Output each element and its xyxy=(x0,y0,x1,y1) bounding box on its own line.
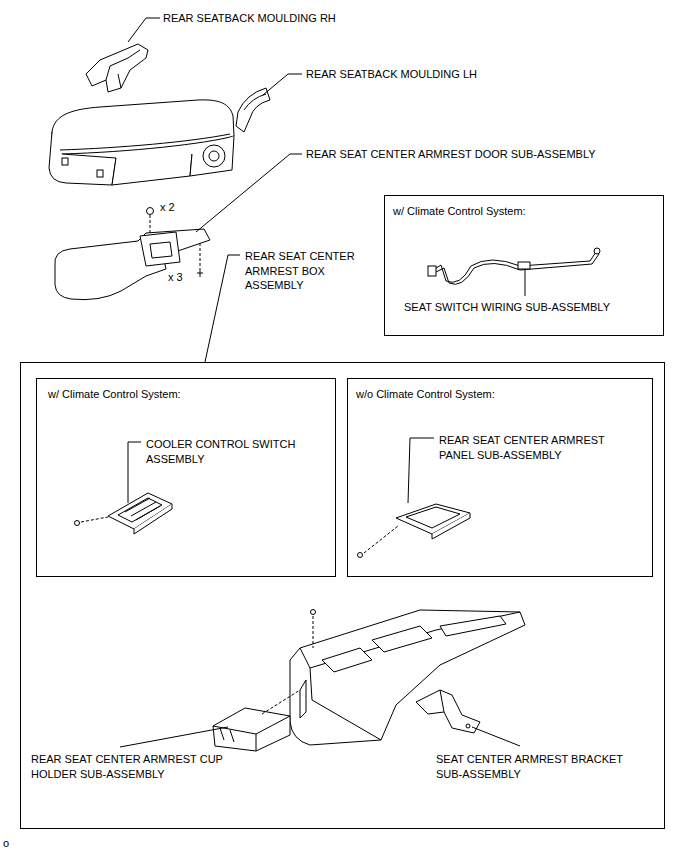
leader-lines xyxy=(408,438,434,503)
armrest-panel xyxy=(432,513,470,539)
armrest-box xyxy=(300,680,306,718)
part-name: REAR SEAT CENTER ARMREST PANEL SUB-ASSEM… xyxy=(439,433,627,462)
armrest-door xyxy=(55,208,210,300)
part-name: COOLER CONTROL SWITCH ASSEMBLY xyxy=(146,437,324,466)
armrest-door xyxy=(150,242,172,258)
seatback-moulding-rh xyxy=(118,74,121,88)
seat-switch-wiring xyxy=(428,248,600,284)
part-name: REAR SEATBACK MOULDING LH xyxy=(306,67,477,82)
seatback-moulding-rh xyxy=(106,50,140,80)
seat-switch-wiring xyxy=(518,262,530,269)
armrest-bracket xyxy=(466,724,470,728)
armrest-door xyxy=(197,270,203,277)
leader-lines xyxy=(120,727,228,747)
assembly-heading: REAR SEAT CENTER ARMREST BOX ASSEMBLY xyxy=(245,249,363,293)
armrest-door xyxy=(147,208,154,215)
armrest-panel xyxy=(358,553,363,558)
leader-lines xyxy=(196,154,302,232)
armrest-box xyxy=(372,626,432,652)
leader-lines xyxy=(128,18,160,42)
armrest-body xyxy=(112,154,192,185)
seat-switch-wiring xyxy=(436,254,599,284)
part-name: SEAT SWITCH WIRING SUB-ASSEMBLY xyxy=(404,300,610,315)
armrest-box xyxy=(313,616,314,648)
watermark: o xyxy=(3,836,9,851)
armrest-box xyxy=(311,610,316,615)
seat-switch-wiring xyxy=(433,252,596,282)
armrest-box xyxy=(310,668,381,740)
leader-lines xyxy=(205,255,240,362)
assembly-box: REAR SEAT CENTER ARMREST BOX ASSEMBLYREA… xyxy=(20,362,665,829)
armrest-door xyxy=(150,215,151,234)
part-name: REAR SEAT CENTER ARMREST DOOR SUB-ASSEMB… xyxy=(306,147,596,162)
leader-lines xyxy=(128,442,141,503)
cooler-control-switch xyxy=(81,517,108,522)
seatback-moulding-lh xyxy=(236,88,270,132)
variant-heading: w/ Climate Control System: xyxy=(393,204,526,219)
part-name: REAR SEAT CENTER ARMREST CUP HOLDER SUB-… xyxy=(31,752,231,781)
cooler-control-switch xyxy=(134,504,172,534)
cup-holder xyxy=(213,708,290,751)
part-name: REAR SEATBACK MOULDING RH xyxy=(163,11,336,26)
seatback-moulding-rh xyxy=(86,44,148,92)
armrest-bracket xyxy=(416,690,480,733)
variant-box: w/ Climate Control System: SEAT SWITCH WI… xyxy=(384,195,664,336)
seatback-moulding-lh xyxy=(244,94,266,110)
leader-lines xyxy=(472,727,520,746)
armrest-panel xyxy=(396,504,470,534)
armrest-body xyxy=(190,136,234,176)
seat-switch-wiring xyxy=(594,248,600,254)
quantity: x 3 xyxy=(168,270,183,285)
cooler-control-switch xyxy=(75,521,80,526)
armrest-panel xyxy=(358,504,471,558)
cup-holder xyxy=(213,690,300,751)
armrest-body xyxy=(49,100,234,185)
armrest-box xyxy=(322,648,372,672)
armrest-door xyxy=(55,229,210,300)
quantity: x 2 xyxy=(160,200,175,215)
cooler-control-switch xyxy=(75,493,173,534)
part-name: SEAT CENTER ARMREST BRACKET SUB-ASSEMBLY xyxy=(436,752,651,781)
leader-lines xyxy=(120,18,525,747)
leader-lines xyxy=(525,270,526,296)
armrest-body xyxy=(209,151,219,161)
armrest-bracket xyxy=(416,690,480,733)
cup-holder xyxy=(213,716,290,751)
leader-lines xyxy=(263,74,302,95)
armrest-body xyxy=(49,132,116,185)
variant-box: w/o Climate Control System: REAR SEAT CEN… xyxy=(347,378,653,577)
variant-heading: w/ Climate Control System: xyxy=(48,387,181,402)
armrest-body xyxy=(60,134,230,150)
cup-holder xyxy=(262,690,300,714)
armrest-body xyxy=(97,170,103,177)
armrest-panel xyxy=(364,526,398,553)
variant-heading: w/o Climate Control System: xyxy=(356,387,495,402)
armrest-door xyxy=(200,243,201,270)
armrest-box xyxy=(440,616,506,636)
armrest-body xyxy=(62,158,68,165)
seat-switch-wiring xyxy=(428,266,436,276)
armrest-box xyxy=(290,610,525,746)
armrest-body xyxy=(52,100,234,154)
armrest-body xyxy=(203,145,225,167)
cup-holder xyxy=(220,728,234,742)
armrest-door xyxy=(140,232,180,266)
variant-box: w/ Climate Control System: COOLER CONTROL… xyxy=(36,378,336,577)
armrest-bracket xyxy=(440,690,444,712)
seatback-moulding-rh xyxy=(86,44,148,92)
seatback-moulding-lh xyxy=(236,88,270,132)
armrest-box xyxy=(290,610,525,745)
